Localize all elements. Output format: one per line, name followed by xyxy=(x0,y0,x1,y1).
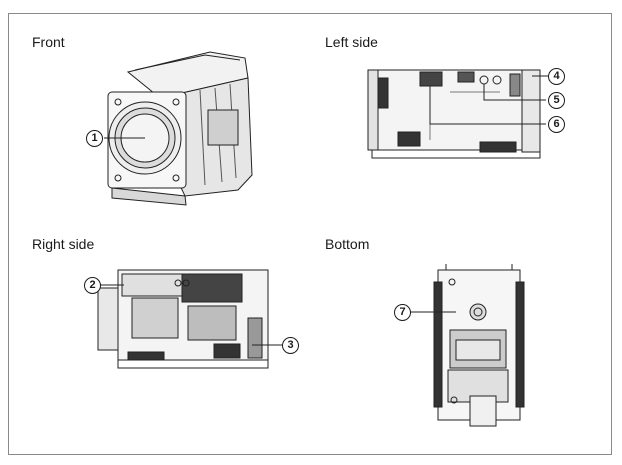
callout-5: 5 xyxy=(548,92,565,109)
callout-6: 6 xyxy=(548,116,565,133)
front-view-title: Front xyxy=(32,34,65,50)
bottom-view-title: Bottom xyxy=(325,236,370,252)
right-connector-pins xyxy=(247,317,263,359)
bottom-mount-hole xyxy=(469,303,487,321)
right-motor-block xyxy=(181,273,243,303)
front-side-board xyxy=(207,109,239,146)
callout-7: 7 xyxy=(394,304,411,321)
right-board xyxy=(131,297,179,339)
callout-1: 1 xyxy=(86,130,103,147)
left-side-view-title: Left side xyxy=(325,34,378,50)
right-side-view-title: Right side xyxy=(32,236,95,252)
callout-4: 4 xyxy=(548,68,565,85)
callout-3: 3 xyxy=(282,337,299,354)
callout-2: 2 xyxy=(84,277,101,294)
